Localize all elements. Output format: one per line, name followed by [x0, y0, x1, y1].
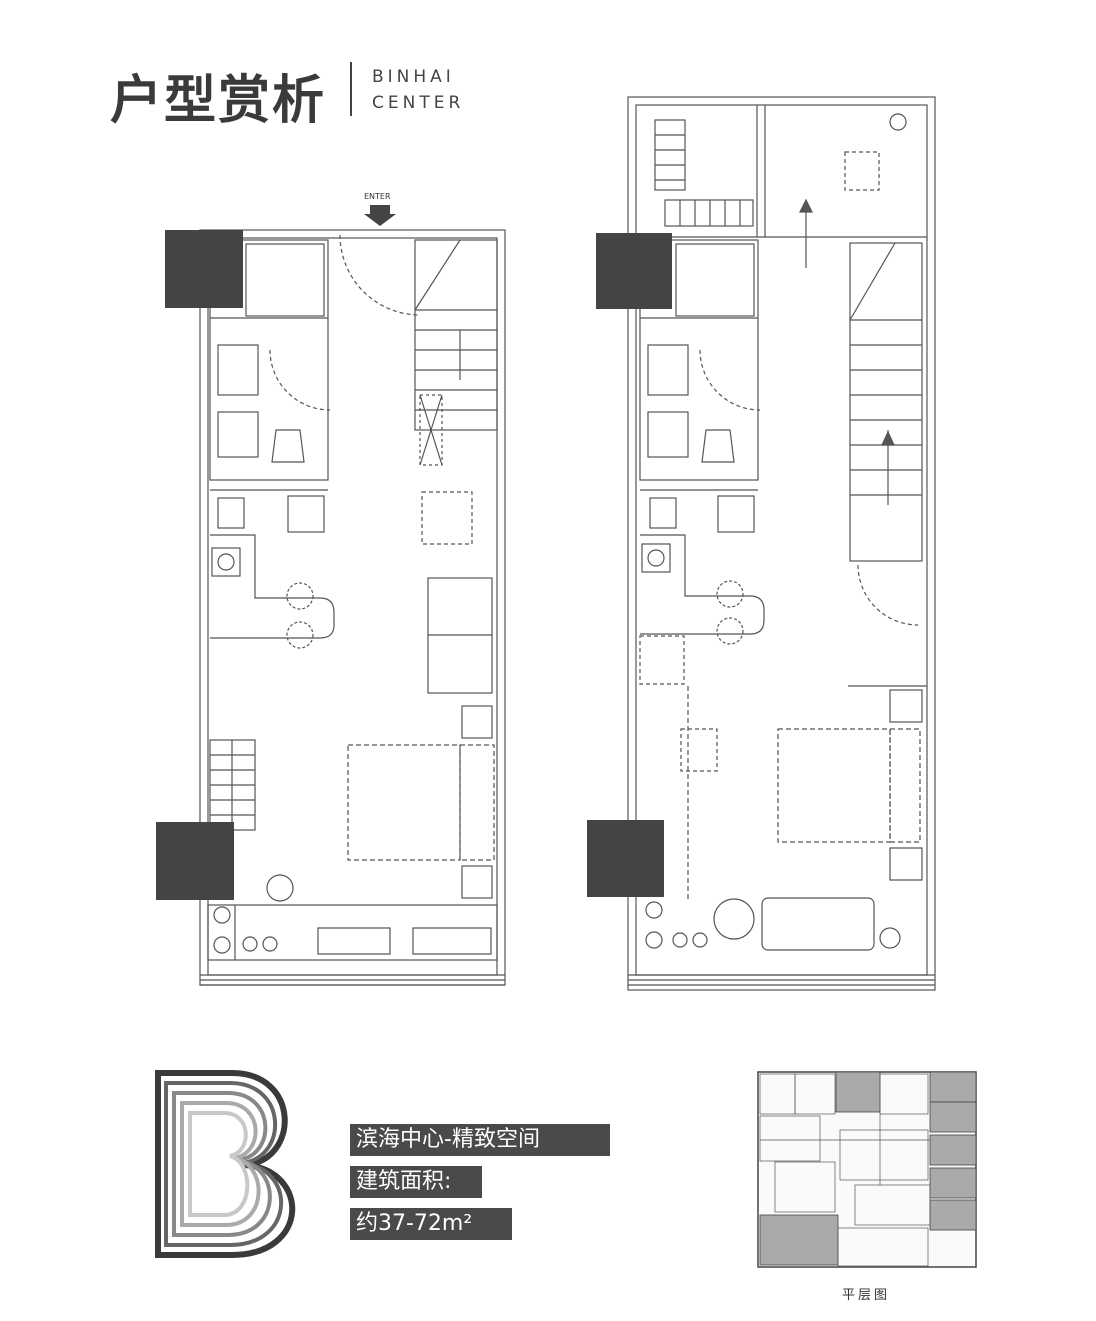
unit-letter: B — [225, 1172, 232, 1183]
area-label-banner: 建筑面积: — [350, 1166, 482, 1198]
key-plan-label: 平层图 — [842, 1288, 891, 1303]
enter-label: ENTER — [364, 192, 391, 201]
area-value-banner: 约37-72m² — [350, 1208, 512, 1240]
floor-plan-lower: ENTER — [156, 192, 506, 986]
unit-letter-emblem: B — [155, 1070, 296, 1258]
brand-line-2: CENTER — [372, 93, 465, 113]
brand-line-1: BINHAI — [372, 67, 455, 87]
brand-name: BINHAI CENTER — [372, 64, 464, 116]
page-title: 户型赏析 — [110, 71, 327, 131]
key-plan — [757, 1071, 977, 1268]
title-divider — [350, 62, 352, 116]
floor-plan-upper — [587, 96, 936, 991]
unit-name-banner: 滨海中心-精致空间 — [350, 1124, 610, 1156]
